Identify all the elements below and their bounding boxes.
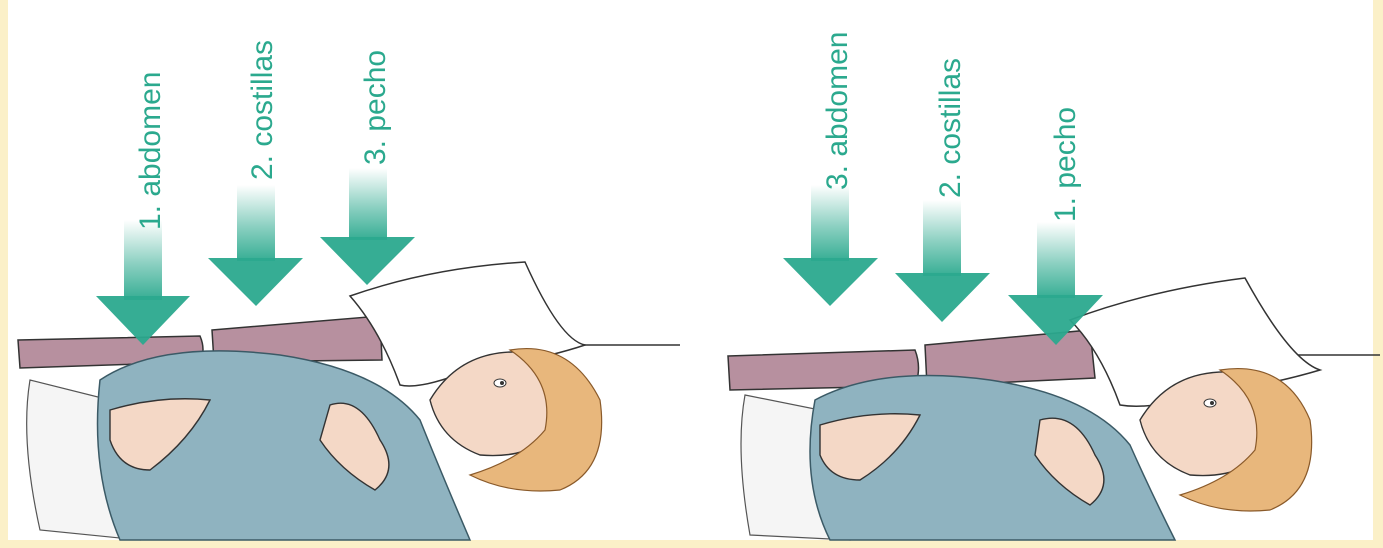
label-pecho: 1. pecho	[1049, 107, 1082, 222]
label-costillas: 2. costillas	[246, 40, 279, 180]
label-abdomen: 1. abdomen	[134, 72, 167, 230]
label-abdomen: 3. abdomen	[821, 32, 854, 190]
label-pecho: 3. pecho	[359, 50, 392, 165]
label-costillas: 2. costillas	[934, 58, 967, 198]
